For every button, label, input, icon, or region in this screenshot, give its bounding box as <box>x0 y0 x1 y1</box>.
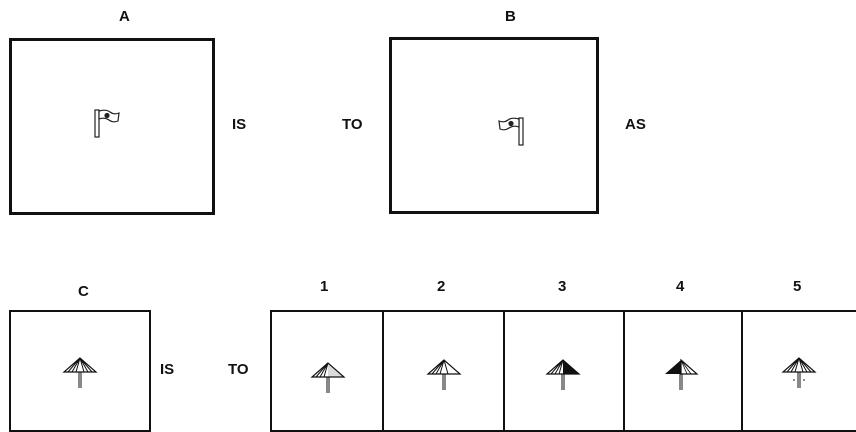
option-label-4: 4 <box>676 278 685 295</box>
option-3[interactable] <box>503 312 623 430</box>
is-label-top: IS <box>232 116 247 133</box>
to-label-bottom: TO <box>228 361 249 378</box>
figure-b-box <box>389 37 599 214</box>
option-label-3: 3 <box>558 278 567 295</box>
umbrella-icon-option-2 <box>426 359 462 390</box>
option-label-5: 5 <box>793 278 802 295</box>
option-4[interactable] <box>623 312 741 430</box>
options-strip <box>270 310 856 432</box>
umbrella-icon-option-5 <box>781 357 817 388</box>
to-label-top: TO <box>342 116 363 133</box>
umbrella-icon-option-1 <box>310 362 346 393</box>
label-c: C <box>78 283 89 300</box>
flag-icon-b <box>498 117 524 146</box>
is-label-bottom: IS <box>160 361 175 378</box>
as-label: AS <box>625 116 646 133</box>
option-1[interactable] <box>272 312 384 430</box>
figure-a-box <box>9 38 215 215</box>
umbrella-icon-option-4 <box>665 358 699 390</box>
option-2[interactable] <box>382 312 504 430</box>
option-label-1: 1 <box>320 278 329 295</box>
option-5[interactable] <box>741 312 856 430</box>
umbrella-icon-c <box>62 357 98 388</box>
umbrella-icon-option-3 <box>545 359 581 390</box>
label-b: B <box>505 8 516 25</box>
flag-icon-a <box>94 109 120 138</box>
option-label-2: 2 <box>437 278 446 295</box>
figure-c-box <box>9 310 151 432</box>
label-a: A <box>119 8 130 25</box>
